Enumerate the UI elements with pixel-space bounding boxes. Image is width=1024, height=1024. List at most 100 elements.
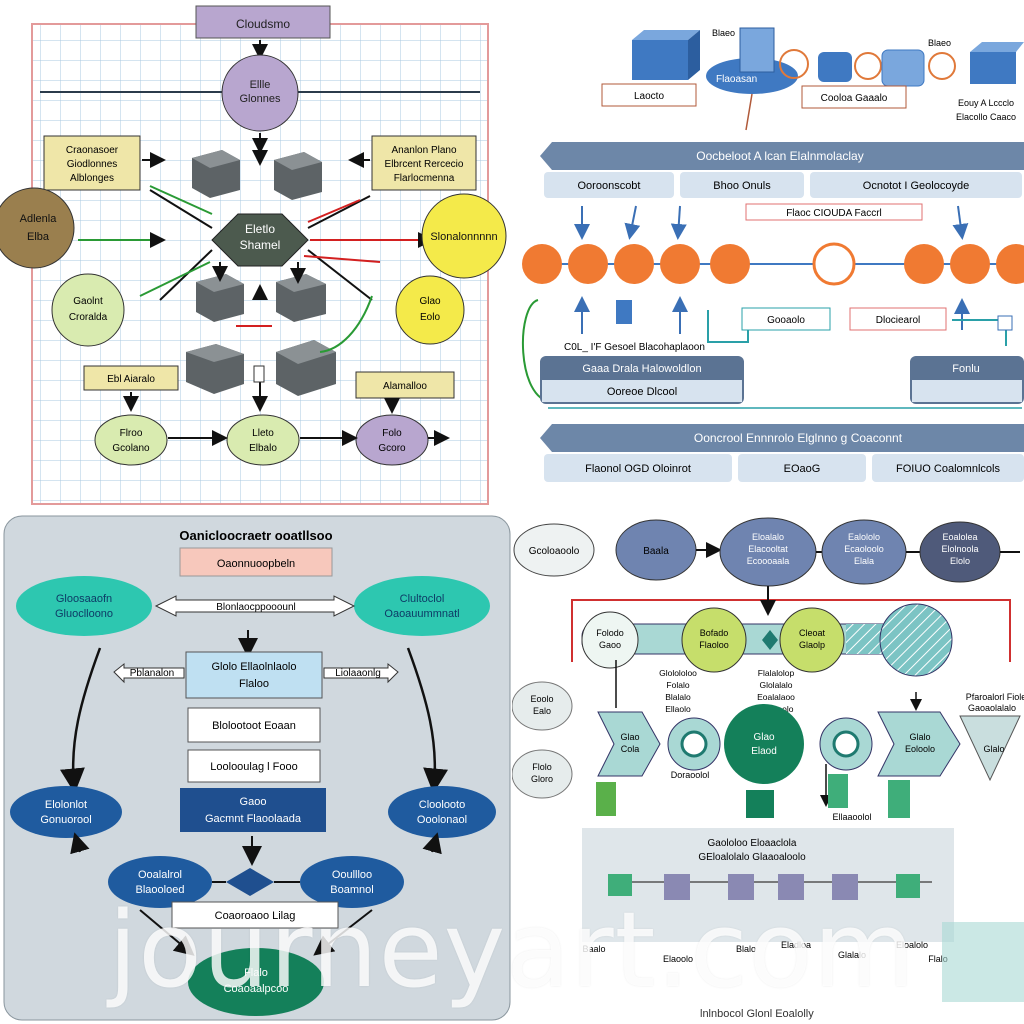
link-ring-icon [779,49,809,79]
mid-note-1-line-2: Folalo [666,680,689,690]
right-note-line-2: Gaoaolalalo [968,703,1016,713]
service-node-icon [710,244,750,284]
small-label-box [849,307,947,331]
stack-box-2-label: Loolooulag l Fooo [210,761,297,773]
side-ellipse-a-label-1: Eoolo [530,694,553,704]
bottom-label-4: Eladloa [781,940,811,950]
left-module-sub [542,380,742,402]
low-ellipse-left-label-2: Blaooloed [136,884,185,896]
server-cube-icon [186,344,244,394]
top-label-3: Flaoasan [716,74,757,85]
left-tag-label: Pblanalon [130,668,174,679]
top-node-label-2: Glonnes [240,93,281,105]
mid-note-2-line-3: Eoalalaoo [757,692,795,702]
service-node-row [522,242,1024,286]
left-circle-label-2: Elba [27,231,50,243]
chevron-right [877,711,961,777]
service-node-icon [950,244,990,284]
mid-ellipse-right [388,786,496,838]
green-square [596,782,616,816]
top-circle-3-label-3: Elala [854,556,874,566]
flow-diagram-panel: Oanicloocraetr ooatllsoo Oaonnuoopbeln G… [0,512,512,1024]
service-node-icon [568,244,608,284]
bottom-node-2 [226,414,300,466]
top-circle-3-label-1: Ealololo [848,532,880,542]
chevron-right-label-1: Glalo [909,732,930,742]
link-ring-icon [928,52,956,80]
violet-square [778,874,804,900]
side-ellipse-c-label-2: Gloro [531,774,553,784]
storage-box-icon [970,52,1016,84]
subheader-label: Oaonnuoopbeln [217,558,295,570]
inner-circle-3-label-2: Glaolp [799,640,825,650]
hub-label-2: Shamel [240,238,281,252]
top-label-1: Laocto [634,91,664,102]
database-icon [881,49,925,87]
top-node-label-1: Ellle [250,79,271,91]
bottom-node-1-label-2: Gcolano [112,443,150,454]
inner-circle-1 [581,611,639,669]
start-ellipse-label: Gcoloaoolo [529,546,580,557]
right-small-label-2: Eolo [420,312,440,323]
bottom-box-label: Coaoroaoo Lilag [215,910,296,922]
mid-ellipse-left-label-2: Gonuorool [40,814,91,826]
pipeline-diamond [762,630,778,650]
stack-box-1-label: Blolootoot Eoaan [212,720,296,732]
hatched-globe [879,603,953,677]
right-small-label-1: Glao [419,296,441,307]
top-label-box [801,85,907,109]
server-cube-icon [276,274,326,322]
decision-diamond [226,868,274,896]
green-square [746,790,774,818]
inner-circle-3 [779,607,845,673]
bottom-node-1-label-1: Flroo [120,428,143,439]
flow-diagram-canvas: Oanicloocraetr ooatllsoo Oaonnuoopbeln G… [3,515,511,1021]
top-circle-4-label-1: Eoalolea [942,532,977,542]
bottom-label-6: Eloalolo [896,940,928,950]
top-label-4: Cooloa Gaaalo [821,93,888,104]
low-ellipse-right-label-2: Boamnol [330,884,373,896]
bottom-label-1: Baalo [582,944,605,954]
chevron-left-label-1: Glao [620,732,639,742]
left-small-label-2: Croralda [69,312,108,323]
inner-circle-3-label-1: Cleoat [799,628,826,638]
triangle-label: Glalo [983,744,1004,754]
bottom-label-7: Flalo [928,954,948,964]
title-box [195,5,331,39]
small-label-1: Gooaolo [767,315,805,326]
top-node [221,54,299,132]
layer-2-cell-2-label: EOaoG [784,463,821,475]
layer-1-cell-1-label: Ooroonscobt [578,180,641,192]
mid-note-2-line-2: Glolalalo [759,680,792,690]
left-info-line-1: Craonasoer [66,145,119,156]
side-ellipse-a-label-2: Ealo [533,706,551,716]
subheader-box [179,547,333,577]
server-tower-icon [739,27,775,73]
bottom-label-5: Glalalo [838,950,866,960]
left-circle-node [0,187,75,269]
top-circle-4-label-3: Elolo [950,556,970,566]
caption-2: Ellaaoolol [832,812,871,822]
footer-note: lnlnbocol Glonl Eoalolly [700,1008,814,1020]
top-circle-1-label: Baala [643,546,669,557]
top-circle-2-label-3: Ecoooaala [747,556,790,566]
chevron-left-label-2: Cola [621,744,640,754]
central-node-icon [812,242,856,286]
right-info-box [371,135,477,191]
top-circle-4-label-2: Elolnoola [941,544,978,554]
center-box-label-2: Flaloo [239,678,269,690]
layer-1-cell-2 [680,172,804,198]
left-teal-label-1: Gloosaaofn [56,593,112,605]
right-module-title: Fonlu [952,363,980,375]
mid-note-1-line-1: Glolololoo [659,668,697,678]
hub-label-1: Eletlo [245,222,275,236]
mid-note-2-line-1: Flalalolop [758,668,795,678]
document-icon [616,300,632,324]
chevron-right-label-2: Eoloolo [905,744,935,754]
layer-2-cell-1 [544,454,732,482]
mid-note-1-line-3: Blalalo [665,692,691,702]
right-tag-arrow [323,662,399,684]
inner-circle-2-label-1: Bofado [700,628,729,638]
dark-box-label-1: Gaoo [240,796,267,808]
left-info-line-3: Alblonges [70,173,114,184]
